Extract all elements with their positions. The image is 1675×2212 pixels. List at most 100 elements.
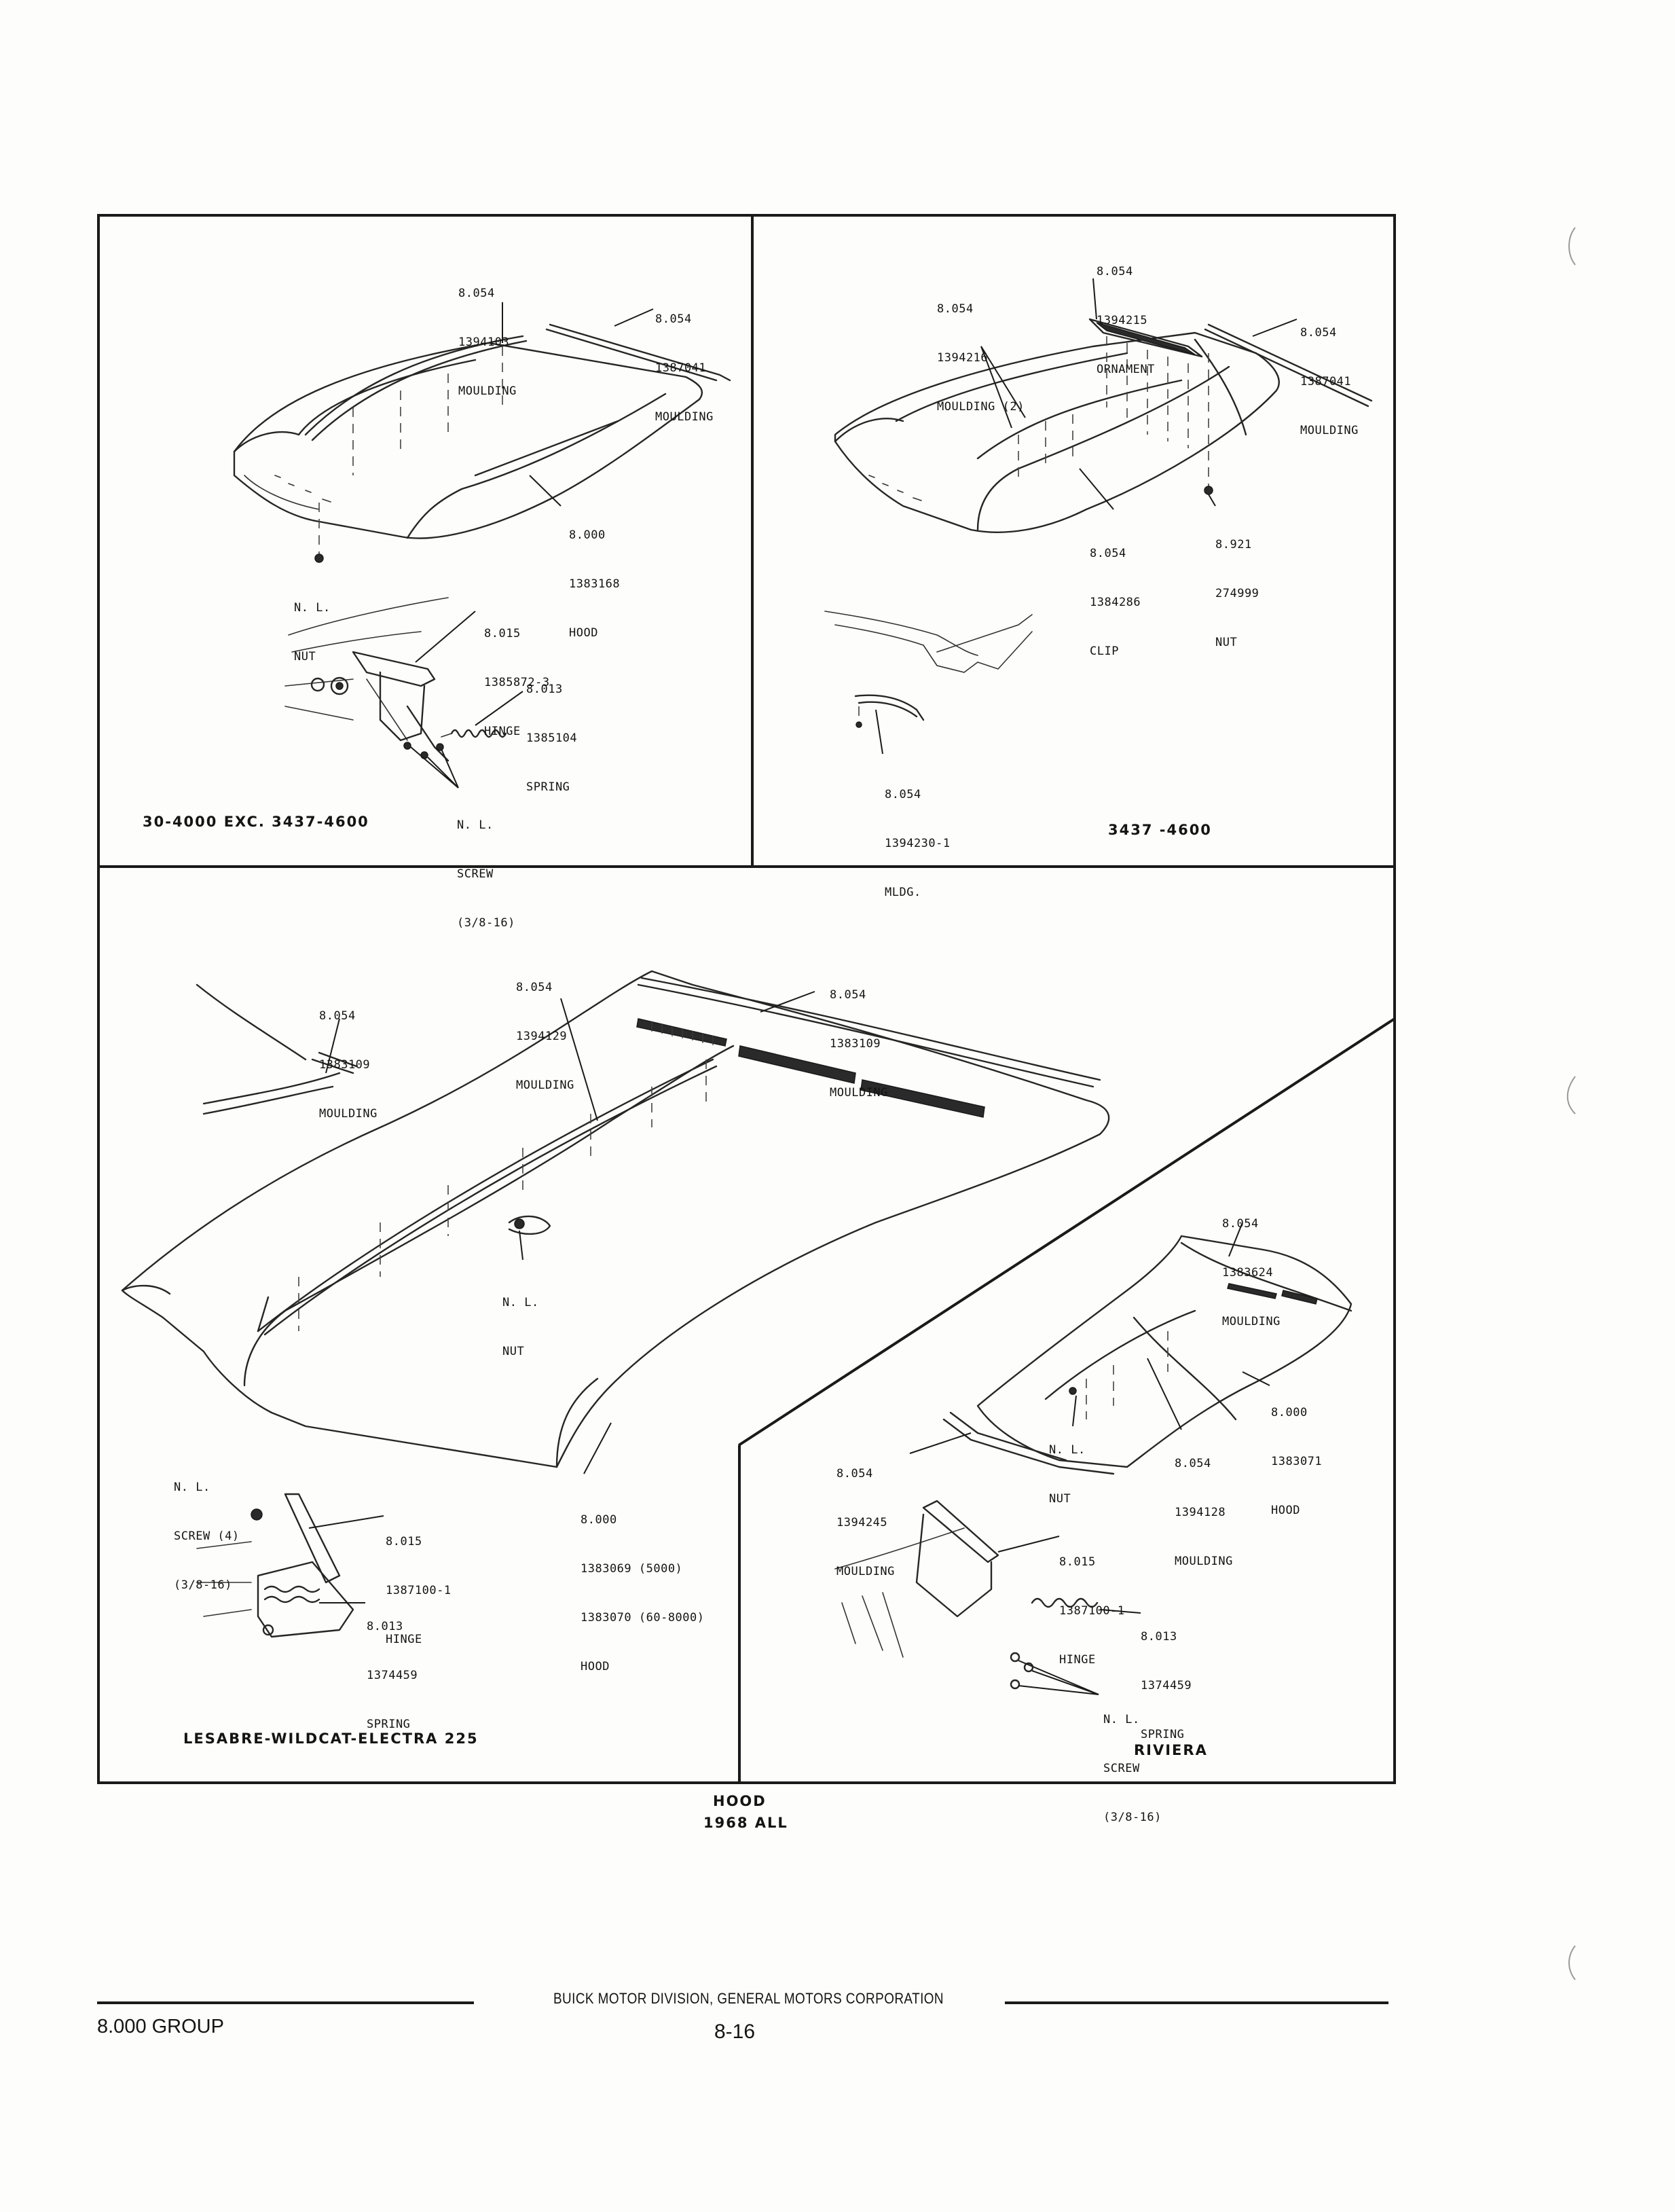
part-group: N. L. — [1103, 1713, 1140, 1726]
part-group: 8.054 — [830, 988, 866, 1002]
part-group: 8.015 — [1059, 1555, 1096, 1569]
callout-bl-nut: N. L. NUT — [502, 1262, 539, 1376]
part-number: 1385104 — [526, 731, 578, 745]
callout-tl-screw: N. L. SCREW (3/8-16) — [457, 784, 515, 947]
part-name: NUT — [1215, 636, 1238, 649]
part-group: 8.054 — [1090, 547, 1126, 560]
part-group: 8.054 — [1300, 326, 1337, 340]
part-number: 1385872-3 — [484, 676, 550, 689]
part-number: 1394245 — [836, 1516, 888, 1529]
part-group: 8.013 — [1141, 1630, 1177, 1644]
vertical-divider-bottom — [738, 1445, 741, 1784]
part-name: MOULDING — [1175, 1555, 1233, 1568]
hood-drawing-top-left — [233, 302, 731, 788]
panel-caption-top-right: 3437 -4600 — [1108, 822, 1212, 838]
part-name: HINGE — [484, 725, 521, 738]
part-number: 1383069 (5000) — [581, 1562, 683, 1576]
callout-br-moulding-top: 8.054 1383624 MOULDING — [1222, 1183, 1281, 1346]
horizontal-divider — [97, 865, 1396, 868]
part-number: 274999 — [1215, 587, 1259, 600]
callout-tl-moulding-a: 8.054 1394103 MOULDING — [458, 253, 517, 416]
hood-drawing-bottom-left — [121, 970, 1110, 1638]
part-group: 8.054 — [885, 788, 921, 801]
part-group: N. L. — [502, 1296, 539, 1309]
callout-tr-moulding: 8.054 1387041 MOULDING — [1300, 292, 1359, 455]
callout-bl-moulding-c: 8.054 1383109 MOULDING — [830, 954, 888, 1117]
part-group: N. L. — [174, 1481, 210, 1494]
callout-tr-nut: 8.921 274999 NUT — [1215, 504, 1259, 667]
part-name: NUT — [502, 1345, 525, 1358]
part-group: N. L. — [457, 818, 494, 832]
callout-tl-hinge: 8.015 1385872-3 HINGE — [484, 593, 550, 756]
part-number: 1387100-1 — [1059, 1604, 1125, 1618]
part-name: MOULDING — [830, 1086, 888, 1100]
part-group: 8.013 — [526, 683, 563, 696]
part-group: 8.015 — [386, 1535, 422, 1548]
footer-page-number: 8-16 — [714, 2020, 756, 2043]
part-number: 1387041 — [1300, 375, 1352, 388]
part-name: MOULDING — [655, 410, 714, 424]
part-number: 1383109 — [830, 1037, 881, 1051]
callout-br-hood: 8.000 1383071 HOOD — [1271, 1372, 1322, 1535]
part-number: 1383624 — [1222, 1266, 1274, 1280]
callout-tl-hood: 8.000 1383168 HOOD — [569, 494, 620, 657]
figure-subtitle: 1968 ALL — [703, 1815, 788, 1831]
panel-caption-top-left: 30-4000 EXC. 3437-4600 — [143, 814, 369, 830]
part-group: 8.054 — [1222, 1217, 1259, 1231]
hood-louvers — [636, 1018, 985, 1118]
figure-title: HOOD — [713, 1793, 767, 1809]
part-number: 1394103 — [458, 336, 510, 349]
callout-bl-screw: N. L. SCREW (4) (3/8-16) — [174, 1447, 240, 1610]
part-name: MOULDING (2) — [937, 400, 1025, 414]
part-name: HOOD — [569, 626, 598, 640]
part-number: 1383109 — [319, 1058, 371, 1072]
part-name: SCREW — [1103, 1762, 1140, 1775]
diagram-frame — [97, 214, 1396, 1784]
part-number-alt: 1383070 (60-8000) — [581, 1611, 705, 1625]
part-number: 1384286 — [1090, 596, 1141, 609]
callout-bl-hood: 8.000 1383069 (5000) 1383070 (60-8000) H… — [581, 1479, 705, 1691]
vertical-divider-top — [751, 214, 754, 867]
callout-bl-spring: 8.013 1374459 SPRING — [367, 1586, 418, 1749]
part-name: HOOD — [1271, 1504, 1300, 1517]
part-group: 8.000 — [581, 1513, 617, 1527]
footer-group: 8.000 GROUP — [97, 2016, 224, 2037]
part-group: 8.054 — [655, 312, 692, 326]
part-name: MLDG. — [885, 886, 921, 899]
part-group: 8.054 — [836, 1467, 873, 1481]
diagonal-divider — [737, 1017, 1396, 1447]
part-name: SPRING — [367, 1718, 411, 1731]
callout-br-nut: N. L. NUT — [1049, 1409, 1086, 1523]
part-group: 8.054 — [1097, 265, 1133, 278]
part-name: NUT — [1049, 1492, 1071, 1506]
callout-tr-moulding-2: 8.054 1394216 MOULDING (2) — [937, 268, 1025, 431]
part-number: 1387041 — [655, 361, 707, 375]
part-number: 1383168 — [569, 577, 621, 591]
part-size: (3/8-16) — [174, 1578, 232, 1592]
part-name: MOULDING — [319, 1107, 378, 1121]
panel-caption-bottom-left: LESABRE-WILDCAT-ELECTRA 225 — [183, 1730, 479, 1747]
callout-br-hinge: 8.015 1387100-1 HINGE — [1059, 1521, 1125, 1684]
part-group: 8.054 — [1175, 1457, 1211, 1470]
callout-tl-moulding-b: 8.054 1387041 MOULDING — [655, 278, 714, 441]
part-name: MOULDING — [516, 1078, 574, 1092]
part-group: 8.054 — [516, 981, 553, 994]
part-group: N. L. — [294, 601, 331, 615]
callout-bl-moulding-b: 8.054 1394129 MOULDING — [516, 947, 574, 1110]
part-number: 1374459 — [367, 1669, 418, 1682]
part-number: 1394230-1 — [885, 837, 951, 850]
panel-caption-bottom-right: RIVIERA — [1134, 1742, 1208, 1758]
part-number: 1394128 — [1175, 1506, 1226, 1519]
part-group: 8.000 — [569, 528, 606, 542]
callout-tl-spring: 8.013 1385104 SPRING — [526, 649, 577, 812]
part-group: 8.054 — [319, 1009, 356, 1023]
callout-bl-hinge: 8.015 1387100-1 HINGE — [386, 1501, 452, 1664]
part-group: 8.000 — [1271, 1406, 1308, 1419]
part-number: 1383071 — [1271, 1455, 1323, 1468]
callout-tl-nut: N. L. NUT — [294, 567, 331, 681]
hood-drawing-bottom-right — [834, 1222, 1352, 1695]
part-name: ORNAMENT — [1097, 363, 1155, 376]
footer-corporation: BUICK MOTOR DIVISION, GENERAL MOTORS COR… — [553, 1990, 944, 2007]
